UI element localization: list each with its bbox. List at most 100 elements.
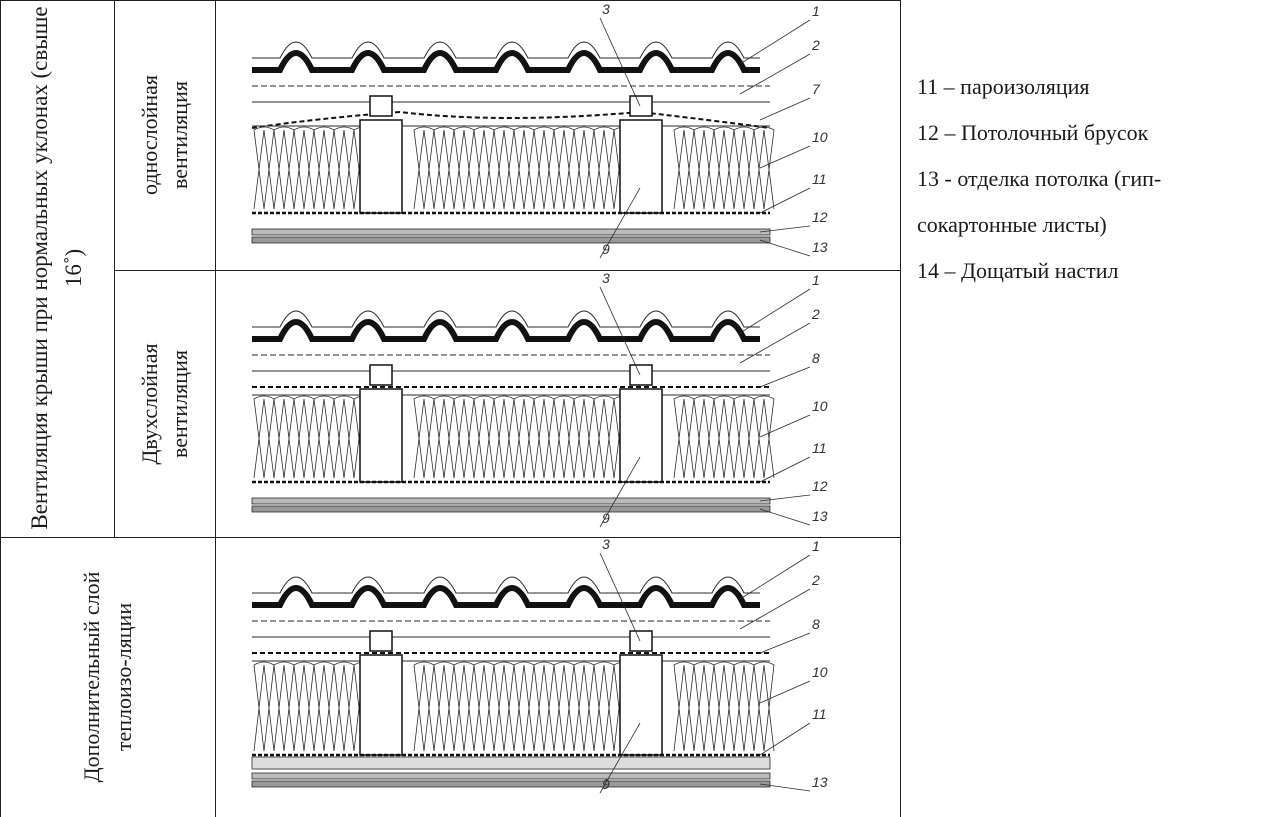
insulation-fiber [433,126,455,210]
insulation-fiber [413,395,435,479]
callout-number: 2 [811,572,820,588]
batten-block [629,95,653,117]
callout-number: 9 [602,510,610,526]
insulation-fiber [713,126,735,210]
insulation-fiber [493,661,515,752]
insulation-fiber [293,395,315,479]
ceiling-finish [251,780,771,788]
insulation-fiber [553,126,575,210]
callout-leader [599,552,641,642]
callout-leader [759,508,811,526]
legend-item: 14 – Дощатый настил [917,258,1119,283]
callout-leader [599,17,641,107]
callout-number: 3 [602,536,610,552]
row-label-single-layer: однослойная вентиляция [137,74,192,196]
callout-leader [759,722,811,756]
insulation-fiber [533,126,555,210]
insulation-fiber [733,395,755,479]
callout-leader [739,554,811,600]
rafter [359,388,403,483]
row-divider-2 [0,537,900,538]
callout-leader [739,19,811,65]
callout-number: 12 [812,209,828,225]
rafter [619,388,663,483]
insulation-fiber [513,395,535,479]
table-top-border [0,0,900,1]
extra-insulation-layer [251,756,771,770]
roof-tile-outline [252,310,760,328]
roof-tile-layer [252,50,760,73]
insulation-fiber [553,395,575,479]
callout-leader [759,414,811,438]
insulation-fiber [413,661,435,752]
col-divider-2 [215,0,216,817]
callout-leader [759,366,811,388]
callout-leader [759,145,811,169]
ceiling-board [251,772,771,780]
roof-tile-outline [252,41,760,59]
callout-number: 1 [812,3,820,19]
callout-number: 2 [811,37,820,53]
callout-number: 10 [812,664,828,680]
insulation-fiber [673,126,695,210]
membrane-line [251,110,771,129]
insulation-fiber [693,126,715,210]
legend-item: 13 - отделка потолка (гип- [917,166,1162,191]
insulation-fiber [753,395,775,479]
rafter [619,654,663,756]
callout-leader [759,97,811,121]
insulation-fiber [453,126,475,210]
batten-block [629,630,653,652]
insulation-fiber [573,126,595,210]
batten-block [369,364,393,386]
roof-tile-outline [252,576,760,594]
callout-number: 10 [812,129,828,145]
callout-number: 1 [812,538,820,554]
insulation-fiber [273,126,295,210]
insulation-fiber [333,661,355,752]
callout-number: 13 [812,508,828,524]
callout-number: 13 [812,239,828,255]
insulation-fiber [413,126,435,210]
insulation-fiber [313,661,335,752]
callout-leader [759,783,811,792]
callout-number: 3 [602,270,610,286]
insulation-fiber [473,126,495,210]
callout-number: 8 [812,350,820,366]
roof-tile-layer [252,585,760,608]
rafter [619,119,663,214]
col-divider-1 [114,0,115,537]
row-label-double-layer: Двухслойная вентиляция [137,343,192,465]
insulation-fiber [433,661,455,752]
insulation-fiber [513,126,535,210]
insulation-fiber [433,395,455,479]
insulation-fiber [553,661,575,752]
callout-leader [759,225,811,233]
rafter [359,119,403,214]
insulation-fiber [313,126,335,210]
insulation-fiber [753,126,775,210]
insulation-fiber [493,395,515,479]
row-divider-1 [114,270,900,271]
insulation-fiber [333,395,355,479]
insulation-fiber [573,395,595,479]
insulation-fiber [693,661,715,752]
insulation-fiber [593,395,615,479]
insulation-fiber [293,661,315,752]
callout-leader [759,187,811,214]
batten-block [629,364,653,386]
callout-leader [739,322,811,364]
insulation-fiber [493,126,515,210]
legend-item: сокартонные листы) [917,212,1107,237]
ceiling-board [251,497,771,505]
callout-leader [759,494,811,502]
insulation-fiber [273,661,295,752]
callout-number: 2 [811,306,820,322]
callout-number: 9 [602,776,610,792]
row-label-extra-insulation: Дополнительный слой теплоизо-ляции [79,571,136,783]
ceiling-board [251,228,771,236]
insulation-fiber [473,661,495,752]
callout-number: 8 [812,616,820,632]
